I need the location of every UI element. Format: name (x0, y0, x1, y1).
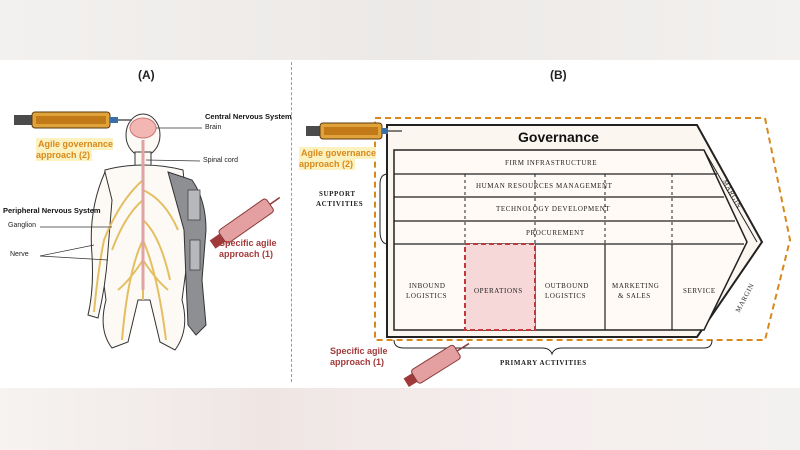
support-row-technology-development: TECHNOLOGY DEVELOPMENT (496, 205, 611, 213)
value-chain-diagram (306, 117, 792, 388)
primary-outbound-1: OUTBOUND (545, 282, 590, 290)
panel-b-label: (B) (550, 68, 567, 82)
spinal-cord-label: Spinal cord (203, 157, 239, 164)
primary-outbound-2: LOGISTICS (545, 292, 587, 300)
robotic-arm-icon (167, 171, 207, 336)
panel-a-label: (A) (138, 68, 155, 82)
syringe-icon-red-b (403, 342, 470, 388)
brain-label: Brain (205, 124, 222, 131)
support-row-procurement: PROCUREMENT (526, 229, 585, 237)
syringe-icon-orange (14, 111, 132, 129)
peripheral-ns-label: Peripheral Nervous System (3, 206, 101, 215)
governance-title: Governance (518, 129, 599, 145)
brain-icon (129, 117, 157, 139)
panel-divider (291, 62, 292, 382)
nervous-system-illustration (14, 111, 281, 351)
primary-marketing-1: MARKETING (612, 282, 660, 290)
central-ns-label: Central Nervous System (205, 112, 292, 121)
operations-highlight (464, 243, 536, 331)
agile-governance-tag-a: Agile governance approach (2) (36, 138, 114, 161)
bottom-blur-band (0, 388, 800, 450)
syringe-icon-red (209, 196, 281, 249)
primary-operations: OPERATIONS (474, 287, 523, 295)
support-activities-label-1: SUPPORT (319, 190, 356, 198)
specific-agile-tag-a: Specific agile approach (1) (219, 238, 277, 259)
primary-marketing-2: & SALES (618, 292, 651, 300)
primary-bracket (393, 339, 713, 356)
support-bracket (379, 173, 389, 245)
specific-agile-tag-b: Specific agile approach (1) (330, 346, 388, 367)
nerve-label: Nerve (10, 251, 29, 258)
leader-lines (39, 127, 202, 261)
ganglion-label: Ganglion (8, 222, 37, 229)
support-activities-label-2: ACTIVITIES (316, 200, 364, 208)
primary-service: SERVICE (683, 287, 716, 295)
top-blur-band (0, 0, 800, 60)
support-row-hr-management: HUMAN RESOURCES MANAGEMENT (476, 182, 613, 190)
primary-inbound-1: INBOUND (409, 282, 446, 290)
agile-governance-tag-b: Agile governance approach (2) (299, 147, 377, 170)
syringe-icon-orange-b (306, 122, 402, 140)
governance-boundary (374, 117, 792, 341)
primary-inbound-2: LOGISTICS (406, 292, 448, 300)
primary-activities-label: PRIMARY ACTIVITIES (500, 359, 587, 367)
support-row-firm-infrastructure: FIRM INFRASTRUCTURE (505, 159, 598, 167)
